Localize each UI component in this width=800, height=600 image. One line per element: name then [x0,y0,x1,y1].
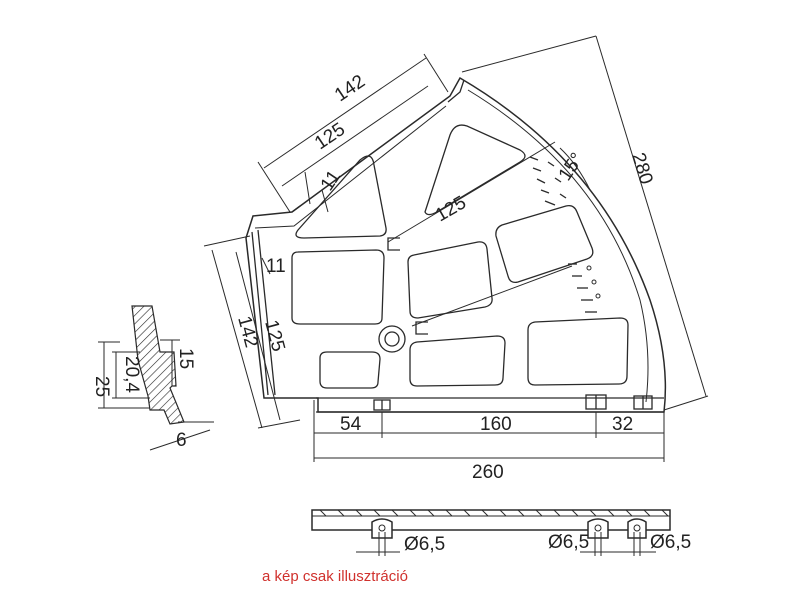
dim-side-small: 11 [266,256,286,277]
dim-bottom-left: 54 [340,414,362,435]
angle-slot-group-lower [568,263,601,313]
dim-top-inner: 125 [311,119,349,154]
angle-slot-group-upper [529,156,567,206]
rail-strip [311,509,671,556]
dim-hole-right: Ø6,5 [650,532,691,553]
dim-bottom-mid: 160 [480,414,512,435]
profile-section [98,305,214,451]
dimension-labels: 142 125 11 15° 125 280 11 125 142 54 160… [91,71,691,555]
dim-profile-15: 15 [175,348,196,369]
base-fittings [373,394,653,411]
dim-profile-204: 20,4 [121,356,142,393]
dim-hole-left: Ø6,5 [404,534,445,555]
dim-overall: 260 [472,462,504,483]
dimension-lines [203,35,709,462]
dim-profile-6: 6 [176,430,187,451]
dim-bottom-right: 32 [612,414,633,435]
dim-hole-mid: Ø6,5 [548,532,589,553]
shelf-plate [245,76,667,413]
dim-diagonal: 280 [627,150,656,186]
illustration-caption: a kép csak illusztráció [262,568,408,585]
dim-profile-25: 25 [91,376,112,397]
